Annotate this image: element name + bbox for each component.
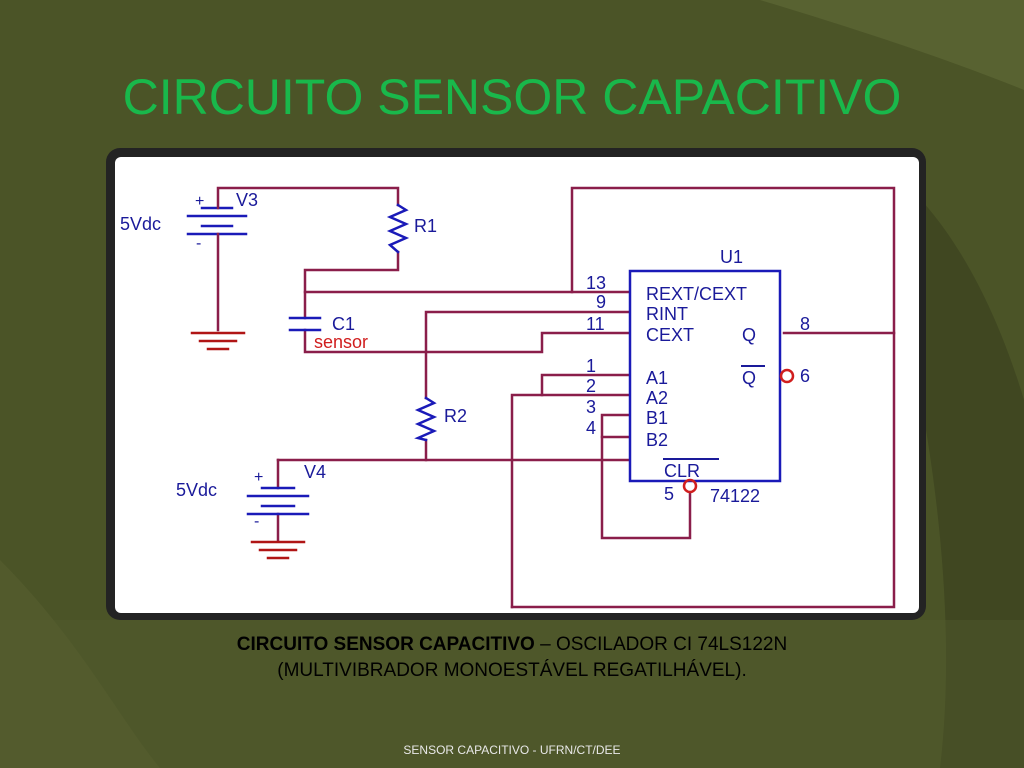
ground-symbol (190, 331, 246, 351)
pin-number: 2 (586, 376, 596, 396)
pin-number: 8 (800, 314, 810, 334)
c1-label: C1 (332, 314, 355, 334)
battery-v4 (246, 486, 310, 516)
wire (216, 186, 896, 609)
pin-number: 5 (664, 484, 674, 504)
v3-minus: - (196, 235, 201, 252)
v3-label: V3 (236, 190, 258, 210)
v4-minus: - (254, 513, 259, 530)
v4-value: 5Vdc (176, 480, 217, 500)
pin-number: 4 (586, 418, 596, 438)
slide-footer: SENSOR CAPACITIVO - UFRN/CT/DEE (403, 743, 621, 757)
ic-pin-cext: CEXT (646, 325, 694, 345)
resistor-r2 (414, 396, 438, 442)
slide-caption: CIRCUITO SENSOR CAPACITIVO – OSCILADOR C… (0, 632, 1024, 684)
ground-symbol (250, 540, 306, 560)
u1-label: U1 (720, 247, 743, 267)
battery-v3 (186, 206, 248, 236)
ic-pin-b2: B2 (646, 430, 668, 450)
u1-part-number: 74122 (710, 486, 760, 506)
v3-plus: + (195, 193, 204, 210)
ic-pin-rext-cext: REXT/CEXT (646, 284, 747, 304)
ic-pin-a1: A1 (646, 368, 668, 388)
v4-label: V4 (304, 462, 326, 482)
c1-sensor-label: sensor (314, 332, 368, 352)
r2-label: R2 (444, 406, 467, 426)
caption-rest: – OSCILADOR CI 74LS122N (534, 634, 788, 655)
ic-pin-qbar: Q (742, 368, 756, 388)
pin-number: 9 (596, 292, 606, 312)
ic-pin-a2: A2 (646, 388, 668, 408)
capacitor-c1 (288, 316, 322, 332)
pin-number: 1 (586, 356, 596, 376)
slide-title: CIRCUITO SENSOR CAPACITIVO (122, 69, 902, 125)
resistor-r1 (386, 203, 410, 254)
pin-number: 3 (586, 397, 596, 417)
ic-pin-b1: B1 (646, 408, 668, 428)
ic-pin-clr: CLR (664, 461, 700, 481)
diagram-panel (115, 157, 919, 613)
inverting-bubble (682, 478, 698, 494)
caption-line2: (MULTIVIBRADOR MONOESTÁVEL REGATILHÁVEL)… (277, 660, 747, 681)
v4-plus: + (254, 469, 263, 486)
r1-label: R1 (414, 216, 437, 236)
ic-pin-q: Q (742, 325, 756, 345)
v3-value: 5Vdc (120, 214, 161, 234)
pin-number: 6 (800, 366, 810, 386)
pin-number: 13 (586, 273, 606, 293)
ic-pin-rint: RINT (646, 304, 688, 324)
caption-bold: CIRCUITO SENSOR CAPACITIVO (236, 634, 535, 655)
inverting-bubble (779, 368, 795, 384)
pin-number: 11 (586, 314, 605, 334)
